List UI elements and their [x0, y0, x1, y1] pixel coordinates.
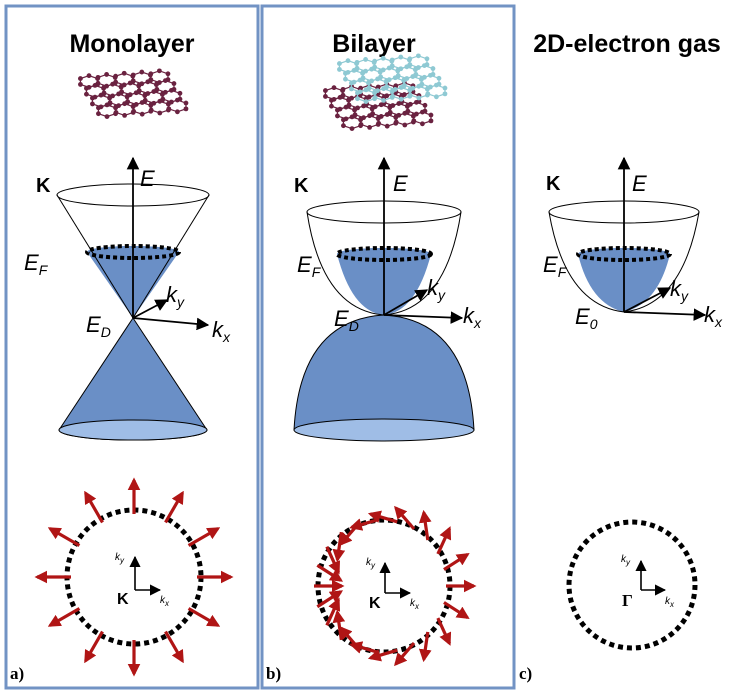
pseudospin-arrow [367, 510, 398, 524]
kx-label-b: kx [463, 303, 482, 331]
pseudospin-arrow [436, 617, 452, 646]
pseudospin-arrow [418, 509, 432, 541]
pseudospin-arrow [84, 630, 104, 664]
pseudospin-arrow [187, 527, 221, 547]
pseudospin-arrows-monolayer [34, 477, 234, 677]
fermi-label-b: EF [297, 252, 322, 280]
fermi-circle-a [64, 507, 204, 647]
pseudospin-arrow [339, 625, 361, 651]
kx-label-c: kx [704, 302, 723, 330]
title-monolayer: Monolayer [69, 30, 194, 58]
pseudospin-arrow [164, 630, 184, 664]
energy-axis-label-c: E [632, 171, 647, 196]
panel-tag-c: c) [519, 664, 532, 683]
ky-label-c: ky [670, 276, 689, 304]
energy-axis-label-b: E [393, 171, 408, 196]
inner-ky-label-c: ky [621, 554, 631, 567]
inner-kx-label-b: kx [410, 598, 420, 611]
bilayer-band-structure [293, 156, 475, 442]
valley-label-c: K [546, 173, 561, 195]
pseudospin-arrow [47, 607, 81, 627]
pseudospin-arrow [443, 601, 470, 619]
pseudospin-arrow [394, 641, 416, 667]
pseudospin-arrow [367, 648, 398, 662]
ky-label-a: ky [166, 282, 185, 310]
energy-axis-label-a: E [140, 166, 155, 191]
inner-axes-a [129, 555, 162, 596]
band-bottom-label-c: E0 [575, 304, 598, 332]
valley-label-b: K [294, 175, 309, 197]
title-bilayer: Bilayer [332, 30, 416, 58]
2deg-band-structure [548, 156, 707, 321]
pseudospin-arrows-bilayer [314, 505, 477, 667]
ky-label-b: ky [427, 275, 446, 303]
panel-tag-b: b) [266, 664, 281, 683]
pseudospin-arrow [325, 597, 341, 626]
center-label-b: K [369, 595, 381, 612]
center-label-c: Γ [622, 591, 633, 610]
fermi-label-c: EF [543, 252, 568, 280]
pseudospin-arrow [418, 631, 432, 663]
kx-label-a: kx [212, 317, 231, 345]
pseudospin-arrow [332, 609, 346, 641]
pseudospin-arrow [436, 526, 452, 555]
inner-kx-label-c: kx [665, 596, 675, 609]
pseudospin-arrow [187, 607, 221, 627]
monolayer-lattice-illustration [78, 68, 189, 119]
dirac-point-label-b: ED [334, 306, 359, 334]
monolayer-dirac-cone [56, 156, 210, 441]
dirac-point-label-a: ED [86, 312, 111, 340]
pseudospin-arrow [394, 505, 416, 531]
title-2deg: 2D-electron gas [533, 30, 721, 58]
pseudospin-arrow [84, 490, 104, 524]
panel-frames [4, 4, 516, 690]
fermi-label-a: EF [24, 250, 49, 278]
valley-label-a: K [36, 175, 51, 197]
pseudospin-arrow [47, 527, 81, 547]
inner-ky-label-a: ky [115, 552, 125, 565]
pseudospin-arrow [164, 490, 184, 524]
pseudospin-arrow [443, 553, 470, 571]
inner-axes-c [635, 559, 667, 596]
center-label-a: K [117, 591, 129, 608]
panel-tag-a: a) [10, 664, 24, 683]
inner-kx-label-a: kx [160, 595, 170, 608]
inner-axes-b [379, 561, 412, 599]
pseudospin-arrow [316, 590, 344, 609]
fermi-circle-c [566, 519, 698, 651]
inner-ky-label-b: ky [366, 557, 376, 570]
bilayer-lattice-illustration [323, 53, 448, 131]
